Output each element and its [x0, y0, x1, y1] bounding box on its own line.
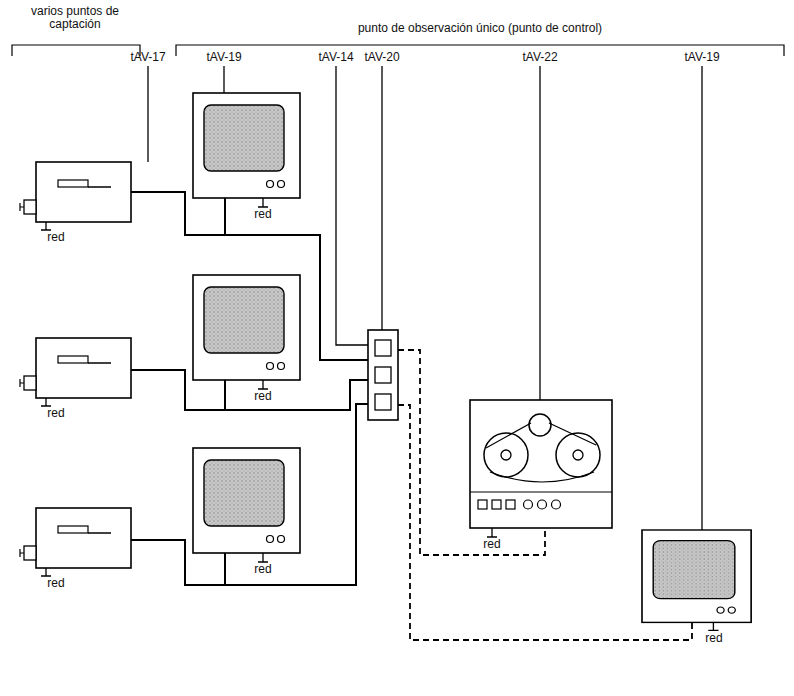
- callout-number: tAV-17: [130, 51, 165, 64]
- mains-label: red: [483, 538, 500, 551]
- callout-number: tAV-14: [318, 51, 353, 64]
- mains-label: red: [254, 208, 271, 221]
- callout-number: tAV-22: [522, 51, 557, 64]
- mains-label: red: [47, 577, 64, 590]
- group-heading: punto de observación único (punto de con…: [358, 22, 602, 35]
- callout-number: tAV-19: [684, 51, 719, 64]
- callout-number: tAV-19: [206, 51, 241, 64]
- mains-label: red: [47, 407, 64, 420]
- callout-number: tAV-20: [364, 51, 399, 64]
- mains-label: red: [254, 390, 271, 403]
- mains-label: red: [705, 632, 722, 645]
- group-heading: varios puntos de captación: [25, 5, 125, 31]
- mains-label: red: [47, 231, 64, 244]
- mains-label: red: [254, 563, 271, 576]
